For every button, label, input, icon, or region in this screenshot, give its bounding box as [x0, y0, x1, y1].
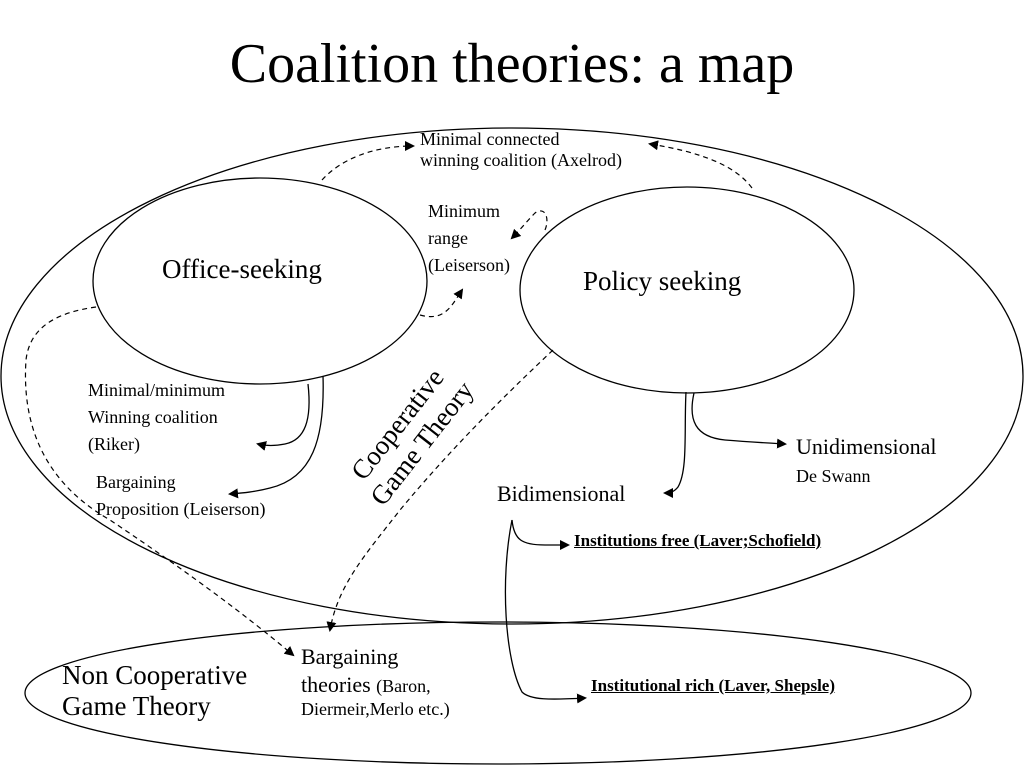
cooperative-region-ellipse: [0, 127, 1024, 625]
bargaining-theories-label: Bargaining theories (Baron, Diermeir,Mer…: [301, 643, 450, 721]
minimal-winning-label: Minimal/minimum Winning coalition (Riker…: [88, 377, 225, 458]
minimum-range-line-2: range: [428, 228, 468, 248]
bargaining-theories-line-3: Diermeir,Merlo etc.): [301, 699, 450, 719]
arrow-office-to-min-connected: [321, 141, 415, 181]
arrow-bidimensional-to-institutional-rich: [504, 519, 587, 704]
page-title: Coalition theories: a map: [229, 33, 795, 95]
arrow-policy-to-min-connected: [648, 140, 753, 189]
minimal-winning-line-3: (Riker): [88, 434, 140, 454]
office-seeking-ellipse: [92, 177, 428, 385]
minimal-connected-line-2: winning coalition (Axelrod): [420, 149, 622, 170]
arrow-office-to-min-winning: [256, 383, 310, 451]
institutional-rich-label: Institutional rich (Laver, Shepsle): [591, 676, 836, 695]
arrow-policy-to-min-range: [510, 210, 548, 240]
minimum-range-line-3: (Leiserson): [428, 255, 510, 275]
noncooperative-region-ellipse: [24, 621, 972, 765]
office-seeking-label: Office-seeking: [162, 254, 322, 284]
bargaining-proposition-line-2: Proposition (Leiserson): [96, 499, 266, 519]
arrow-bidimensional-to-institutions-free: [511, 519, 570, 550]
bargaining-proposition-line-1: Bargaining: [96, 472, 176, 492]
minimum-range-label: Minimum range (Leiserson): [428, 198, 510, 279]
minimal-connected-line-1: Minimal connected: [420, 129, 560, 149]
bargaining-theories-line-1: Bargaining: [301, 644, 399, 669]
bargaining-theories-authors-start: (Baron,: [376, 675, 431, 696]
minimal-winning-line-2: Winning coalition: [88, 407, 218, 427]
bargaining-theories-line-2: theories (Baron,: [301, 671, 450, 699]
minimal-winning-line-1: Minimal/minimum: [88, 380, 226, 400]
unidimensional-label: Unidimensional: [796, 434, 937, 459]
arrow-office-to-bargaining-prop: [228, 375, 324, 499]
minimal-connected-label: Minimal connected winning coalition (Axe…: [420, 129, 622, 170]
policy-seeking-ellipse: [519, 186, 855, 394]
bidimensional-label: Bidimensional: [497, 481, 626, 506]
noncooperative-line-2: Game Theory: [62, 691, 211, 722]
bargaining-proposition-label: Bargaining Proposition (Leiserson): [96, 469, 265, 523]
noncooperative-line-1: Non Cooperative: [62, 660, 248, 690]
arrow-office-to-min-range: [419, 288, 464, 318]
arrow-office-to-bargaining-theories: [24, 306, 295, 657]
arrow-policy-to-bargaining-theories: [326, 349, 554, 632]
arrow-policy-to-bidimensional: [663, 391, 687, 498]
policy-seeking-label: Policy seeking: [583, 266, 742, 296]
noncooperative-label: Non Cooperative Game Theory: [62, 660, 247, 722]
bargaining-theories-word: theories: [301, 671, 371, 697]
minimum-range-line-1: Minimum: [428, 201, 501, 221]
de-swann-label: De Swann: [796, 466, 871, 486]
institutions-free-label: Institutions free (Laver;Schofield): [574, 531, 822, 550]
arrow-policy-to-unidimensional: [691, 392, 787, 449]
